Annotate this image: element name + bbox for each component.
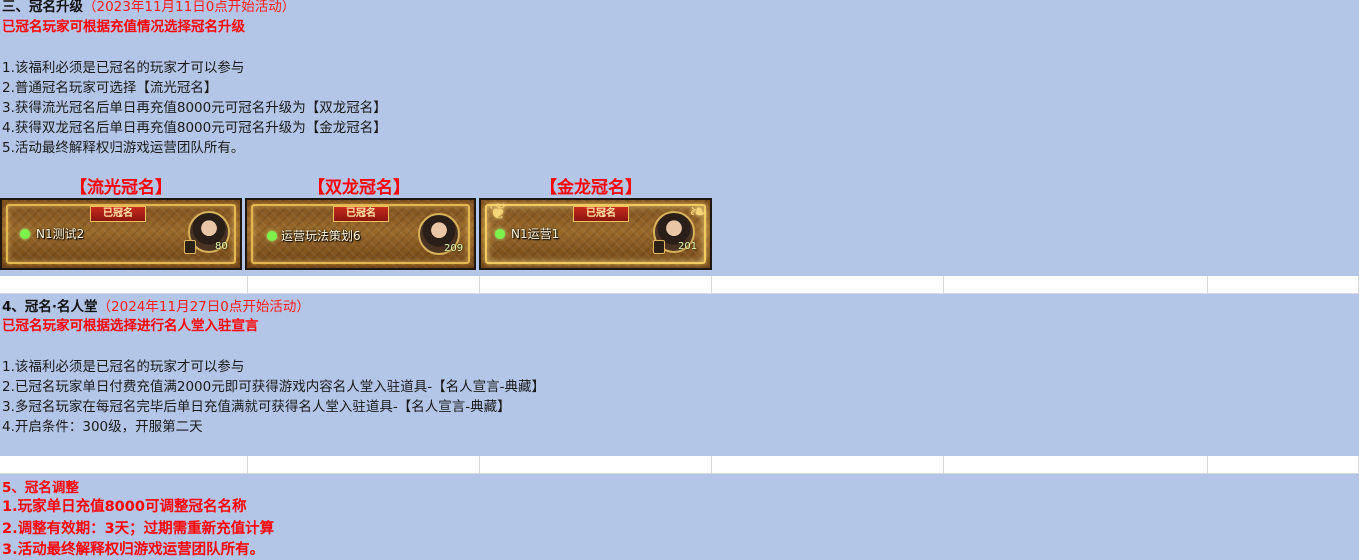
sheet-cell [1208, 276, 1359, 294]
avatar [653, 211, 695, 253]
section-5-title: 5、冠名调整 [2, 480, 79, 496]
sheet-cell [480, 456, 712, 474]
sheet-cell [480, 276, 712, 294]
sheet-cell [712, 456, 944, 474]
section-3-subtitle: 已冠名玩家可根据充值情况选择冠名升级 [2, 19, 245, 35]
banner-frame [485, 204, 706, 264]
section-3-rule: 5.活动最终解释权归游戏运营团队所有。 [2, 140, 245, 156]
online-dot-icon [495, 229, 505, 239]
section-5-rule: 2.调整有效期：3天；过期需重新充值计算 [2, 521, 275, 537]
banner-player-level: 209 [444, 243, 464, 254]
sheet-grid-row [0, 456, 1359, 474]
section-3-rule: 3.获得流光冠名后单日再充值8000元可冠名升级为【双龙冠名】 [2, 100, 387, 116]
sheet-cell [944, 456, 1208, 474]
section-4-rule: 1.该福利必须是已冠名的玩家才可以参与 [2, 359, 245, 375]
sheet-cell [712, 276, 944, 294]
banner-shuanglong: 已冠名 运营玩法策划6 209 [245, 198, 476, 270]
banner-heading-jinlong: 【金龙冠名】 [540, 178, 642, 198]
banner-player-name: N1测试2 [36, 227, 85, 241]
sheet-cell [248, 276, 480, 294]
banner-player-name: N1运营1 [511, 227, 560, 241]
sheet-cell [0, 456, 248, 474]
banner-frame [251, 204, 470, 264]
section-4-rule: 2.已冠名玩家单日付费充值满2000元即可获得游戏内容名人堂入驻道具-【名人宣言… [2, 379, 545, 395]
section-4-date: （2024年11月27日0点开始活动） [97, 299, 310, 315]
banner-player-level: 80 [215, 241, 228, 252]
banner-jinlong: ❦ ❧ 已冠名 N1运营1 201 [479, 198, 712, 270]
section-5-block: 5、冠名调整 1.玩家单日充值8000可调整冠名名称 2.调整有效期：3天；过期… [0, 474, 1359, 560]
section-3-title: 三、冠名升级 [2, 0, 83, 15]
section-3-date: （2023年11月11日0点开始活动） [83, 0, 296, 15]
avatar [418, 213, 460, 255]
section-5-rule: 3.活动最终解释权归游戏运营团队所有。 [2, 542, 265, 558]
sheet-cell [1208, 456, 1359, 474]
section-4-title: 4、冠名·名人堂 [2, 299, 98, 315]
banner-heading-liuguang: 【流光冠名】 [70, 178, 172, 198]
section-3-title-line: 三、冠名升级（2023年11月11日0点开始活动） [2, 0, 295, 16]
rank-badge-icon [184, 240, 196, 254]
section-4-title-line: 4、冠名·名人堂（2024年11月27日0点开始活动） [2, 298, 310, 316]
section-5-rule: 1.玩家单日充值8000可调整冠名名称 [2, 499, 247, 515]
sheet-grid-row [0, 276, 1359, 294]
section-3-rule: 2.普通冠名玩家可选择【流光冠名】 [2, 80, 218, 96]
banner-player-level: 201 [678, 241, 698, 252]
banner-heading-shuanglong: 【双龙冠名】 [308, 178, 410, 198]
section-3-rule: 1.该福利必须是已冠名的玩家才可以参与 [2, 60, 245, 76]
section-4-rule: 3.多冠名玩家在每冠名完毕后单日充值满就可获得名人堂入驻道具-【名人宣言-典藏】 [2, 399, 511, 415]
banner-ribbon: 已冠名 [333, 206, 389, 222]
sheet-cell [944, 276, 1208, 294]
section-3-block: 三、冠名升级（2023年11月11日0点开始活动） 已冠名玩家可根据充值情况选择… [0, 0, 1359, 276]
section-4-rule: 4.开启条件：300级，开服第二天 [2, 419, 203, 435]
dragon-ornament-icon: ❧ [689, 200, 708, 225]
section-4-block: 4、冠名·名人堂（2024年11月27日0点开始活动） 已冠名玩家可根据选择进行… [0, 294, 1359, 456]
banner-ribbon: 已冠名 [573, 206, 629, 222]
section-3-rule: 4.获得双龙冠名后单日再充值8000元可冠名升级为【金龙冠名】 [2, 120, 387, 136]
banner-liuguang: 已冠名 N1测试2 80 [0, 198, 242, 270]
online-dot-icon [20, 229, 30, 239]
sheet-cell [0, 276, 248, 294]
sheet-cell [248, 456, 480, 474]
section-4-subtitle: 已冠名玩家可根据选择进行名人堂入驻宣言 [2, 318, 259, 334]
banner-frame [6, 204, 236, 264]
banner-ribbon: 已冠名 [90, 206, 146, 222]
dragon-ornament-icon: ❦ [489, 200, 508, 225]
online-dot-icon [267, 231, 277, 241]
banner-player-name: 运营玩法策划6 [281, 229, 361, 243]
rank-badge-icon [653, 240, 665, 254]
